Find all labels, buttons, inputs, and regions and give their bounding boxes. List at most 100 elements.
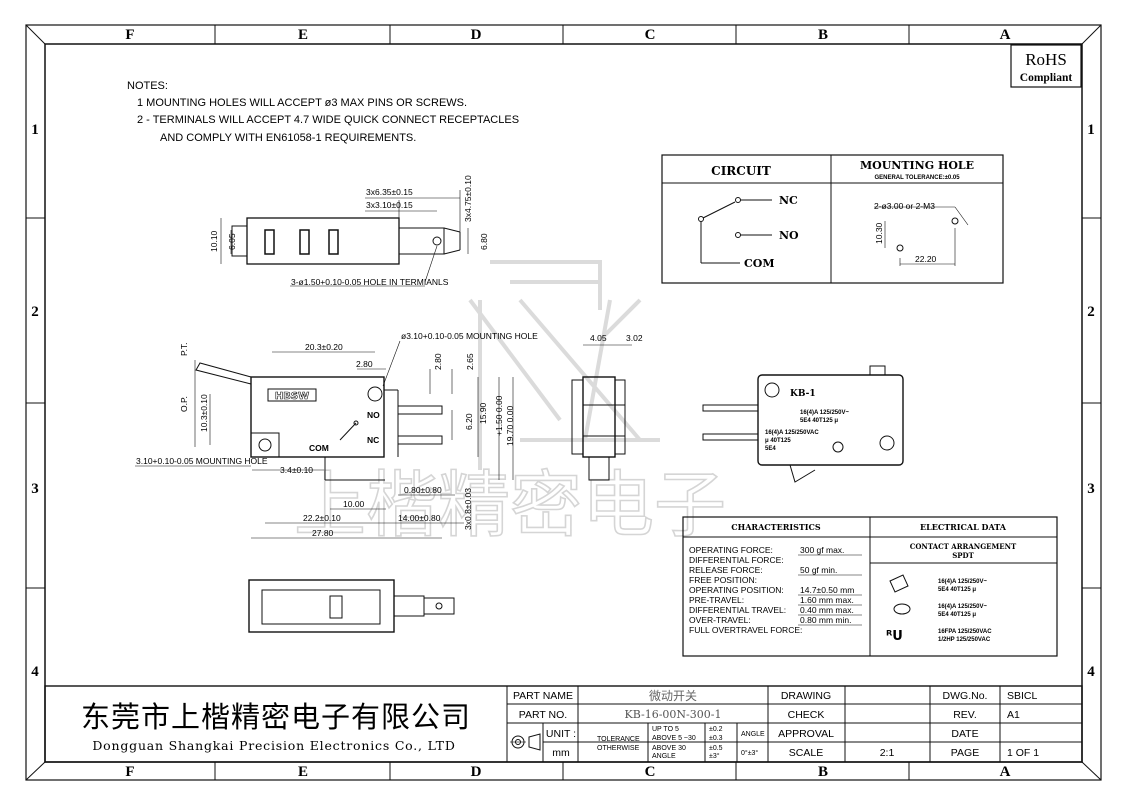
zone-row-4: 4 bbox=[31, 664, 39, 680]
zone-row-3: 3 bbox=[31, 481, 39, 497]
corner-tr bbox=[1081, 24, 1102, 45]
circuit-com: COM bbox=[744, 257, 775, 270]
mount-dim-1: 2-ø3.00 or 2-M3 bbox=[874, 201, 935, 211]
char-label-7: OVER-TRAVEL: bbox=[689, 615, 751, 625]
char-label-5: PRE-TRAVEL: bbox=[689, 595, 744, 605]
mounting-title: MOUNTING HOLE bbox=[860, 159, 974, 172]
company-name-en: Dongguan Shangkai Precision Electronics … bbox=[92, 738, 455, 753]
rev-value: A1 bbox=[1007, 709, 1020, 721]
front-view: HBSW NO NC COM 20.3±0.20 2.80 P.T. O.P. … bbox=[135, 331, 538, 539]
angle-label: ANGLE bbox=[741, 731, 765, 738]
front-dim-pt: P.T. bbox=[179, 342, 189, 356]
zone-col-c-bottom: C bbox=[645, 764, 656, 780]
side-dim-4-05: 4.05 bbox=[590, 333, 607, 343]
scale-value: 2:1 bbox=[880, 747, 895, 759]
rating-1-l2: 5E4 40T125 μ bbox=[938, 612, 976, 618]
front-dim-0-80: 0.80±0.80 bbox=[404, 485, 442, 495]
characteristics-table: CHARACTERISTICS ELECTRICAL DATA CONTACT … bbox=[682, 516, 1058, 657]
note-2: 2 - TERMINALS WILL ACCEPT 4.7 WIDE QUICK… bbox=[137, 114, 519, 126]
front-dim-3-4: 3.4±0.10 bbox=[280, 465, 313, 475]
front-dim-19-70: 19.70 0.00 bbox=[505, 406, 515, 446]
dwg-no-value: SBICL bbox=[1007, 690, 1038, 702]
zone-col-d-bottom: D bbox=[471, 764, 482, 780]
char-label-3: FREE POSITION: bbox=[689, 575, 757, 585]
front-dim-20-3: 20.3±0.20 bbox=[305, 342, 343, 352]
zone-col-e: E bbox=[298, 27, 308, 43]
zone-row-4-right: 4 bbox=[1087, 664, 1095, 680]
front-dim-op: O.P. bbox=[179, 396, 189, 412]
dwg-no-label: DWG.No. bbox=[943, 690, 988, 702]
top-view: 3x6.35±0.15 3x3.10±0.15 3x4.75±0.10 10.1… bbox=[209, 175, 489, 287]
circuit-nc: NC bbox=[779, 194, 798, 207]
front-dim-27-80: 27.80 bbox=[312, 528, 334, 538]
notes-block: NOTES: 1 MOUNTING HOLES WILL ACCEPT ø3 M… bbox=[127, 80, 519, 144]
iso-line-5: 5E4 bbox=[765, 446, 776, 452]
front-label-com: COM bbox=[309, 443, 329, 453]
rating-0-l2: 5E4 40T125 μ bbox=[938, 587, 976, 593]
top-dim-2: 3x3.10±0.15 bbox=[366, 200, 413, 210]
front-dim-6-20: 6.20 bbox=[464, 413, 474, 430]
zone-col-c: C bbox=[645, 27, 656, 43]
zone-col-b: B bbox=[818, 27, 828, 43]
zone-row-2: 2 bbox=[31, 304, 39, 320]
part-name-value: 微动开关 bbox=[649, 689, 697, 703]
approval-label: APPROVAL bbox=[778, 728, 834, 740]
side-dim-3-02: 3.02 bbox=[626, 333, 643, 343]
page-label: PAGE bbox=[951, 747, 979, 759]
zone-col-a: A bbox=[1000, 27, 1011, 43]
unit-label: UNIT : bbox=[546, 728, 576, 740]
tol-value-0: ±0.2 bbox=[709, 726, 723, 733]
tol-range-0: UP TO 5 bbox=[652, 726, 679, 733]
zone-col-f: F bbox=[125, 27, 134, 43]
zone-col-e-bottom: E bbox=[298, 764, 308, 780]
tol-range-2: ABOVE 30 bbox=[652, 745, 686, 752]
circuit-mounting-panel: CIRCUIT MOUNTING HOLE GENERAL TOLERANCE:… bbox=[661, 154, 1004, 284]
corner-bl bbox=[25, 761, 46, 781]
zone-row-2-right: 2 bbox=[1087, 304, 1095, 320]
front-dim-10-3: 10.3±0.10 bbox=[199, 394, 209, 432]
corner-br bbox=[1081, 761, 1102, 781]
circuit-title: CIRCUIT bbox=[711, 164, 771, 178]
char-value-6: 0.40 mm max. bbox=[800, 605, 854, 615]
mounting-subtitle: GENERAL TOLERANCE:±0.05 bbox=[874, 175, 960, 181]
top-dim-4: 10.10 bbox=[209, 230, 219, 252]
angle-value: 0°±3° bbox=[741, 749, 758, 757]
zone-col-d: D bbox=[471, 27, 482, 43]
title-block: 东莞市上楷精密电子有限公司 Dongguan Shangkai Precisio… bbox=[44, 685, 1083, 763]
part-no-value: KB-16-00N-300-1 bbox=[625, 708, 722, 721]
side-view: 4.05 3.02 bbox=[571, 333, 643, 481]
char-value-2: 50 gf min. bbox=[800, 565, 837, 575]
char-label-2: RELEASE FORCE: bbox=[689, 565, 763, 575]
char-label-4: OPERATING POSITION: bbox=[689, 585, 784, 595]
unit-value: mm bbox=[552, 747, 570, 759]
zone-row-1: 1 bbox=[31, 122, 39, 138]
iso-line-3: 16(4)A 125/250VAC bbox=[765, 430, 819, 436]
mount-dim-2: 10.30 bbox=[874, 222, 884, 244]
drawing-label: DRAWING bbox=[781, 690, 831, 702]
part-name-label: PART NAME bbox=[513, 690, 573, 702]
zone-ticks bbox=[26, 25, 1101, 780]
char-value-7: 0.80 mm min. bbox=[800, 615, 852, 625]
front-label-nc: NC bbox=[367, 435, 379, 445]
tol-range-1: ABOVE 5 ~30 bbox=[652, 735, 696, 742]
top-hole-note: 3-ø1.50+0.10-0.05 HOLE IN TERMIANLS bbox=[291, 277, 449, 287]
zone-col-b-bottom: B bbox=[818, 764, 828, 780]
front-dim-15-90: 15.90 bbox=[478, 402, 488, 424]
front-dim-14-00: 14.00±0.80 bbox=[398, 513, 441, 523]
iso-line-2: 5E4 40T125 μ bbox=[800, 418, 838, 424]
rating-1-l1: 16(4)A 125/250V~ bbox=[938, 604, 987, 610]
front-dim-2-80b: 2.80 bbox=[433, 353, 443, 370]
char-label-1: DIFFERENTIAL FORCE: bbox=[689, 555, 784, 565]
rohs-subtitle: Compliant bbox=[1020, 72, 1073, 84]
date-label: DATE bbox=[951, 728, 978, 740]
page-value: 1 OF 1 bbox=[1007, 747, 1039, 759]
top-dim-3: 3x4.75±0.10 bbox=[463, 175, 473, 222]
note-1: 1 MOUNTING HOLES WILL ACCEPT ø3 MAX PINS… bbox=[137, 97, 467, 109]
corner-tl bbox=[25, 24, 46, 45]
front-hole-top: ø3.10+0.10-0.05 MOUNTING HOLE bbox=[401, 331, 538, 341]
front-hole-left: 3.10+0.10-0.05 MOUNTING HOLE bbox=[136, 456, 268, 466]
front-dim-2-80a: 2.80 bbox=[356, 359, 373, 369]
zone-col-f-bottom: F bbox=[125, 764, 134, 780]
ul-mark-icon: ᴿU bbox=[886, 629, 903, 644]
